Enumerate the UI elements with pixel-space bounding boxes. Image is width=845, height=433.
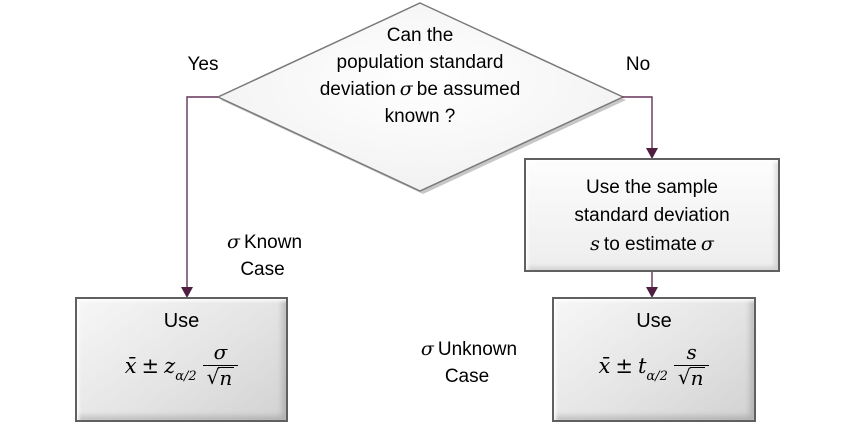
s-symbol: s (590, 233, 600, 255)
t-interval-box: Use x̄ ± tα/2 s √n (552, 297, 756, 422)
sigma-symbol: σ (226, 231, 240, 253)
radical-icon: √ (206, 364, 220, 389)
plus-minus-symbol: ± (141, 353, 160, 378)
sample-box-line1: Use the sample (585, 177, 718, 198)
decision-line1: Can the (386, 25, 454, 46)
radical-icon: √ (677, 364, 691, 389)
xbar-symbol: x̄ (598, 353, 611, 378)
z-interval-formula: x̄ ± zα/2 σ √n (124, 340, 239, 390)
sigma-symbol: σ (700, 233, 714, 255)
alpha-half-subscript: α/2 (175, 368, 197, 384)
no-branch-label: No (625, 54, 651, 75)
z-statistic: zα/2 (164, 353, 197, 384)
sigma-symbol: σ (399, 78, 413, 100)
plus-minus-symbol: ± (615, 353, 633, 378)
sqrt-n-denominator: √n (202, 364, 239, 390)
xbar-symbol: x̄ (124, 353, 137, 378)
t-interval-formula: x̄ ± tα/2 s √n (598, 340, 710, 390)
decision-line2: population standard (336, 52, 504, 73)
t-box-title: Use (636, 310, 672, 332)
yes-branch-label: Yes (187, 54, 219, 75)
sigma-symbol: σ (420, 338, 434, 360)
alpha-half-subscript: α/2 (646, 368, 668, 384)
t-fraction: s √n (673, 340, 710, 390)
decision-line4: known ? (384, 106, 456, 127)
z-fraction: σ √n (202, 340, 239, 390)
z-interval-box: Use x̄ ± zα/2 σ √n (75, 297, 288, 422)
sigma-numerator: σ (213, 340, 228, 364)
z-box-title: Use (163, 310, 200, 332)
sqrt-n-denominator: √n (673, 364, 710, 390)
s-numerator: s (686, 340, 697, 364)
t-statistic: tα/2 (637, 353, 668, 384)
no-connector (622, 96, 653, 149)
sample-box-line2: standard deviation (574, 205, 730, 226)
